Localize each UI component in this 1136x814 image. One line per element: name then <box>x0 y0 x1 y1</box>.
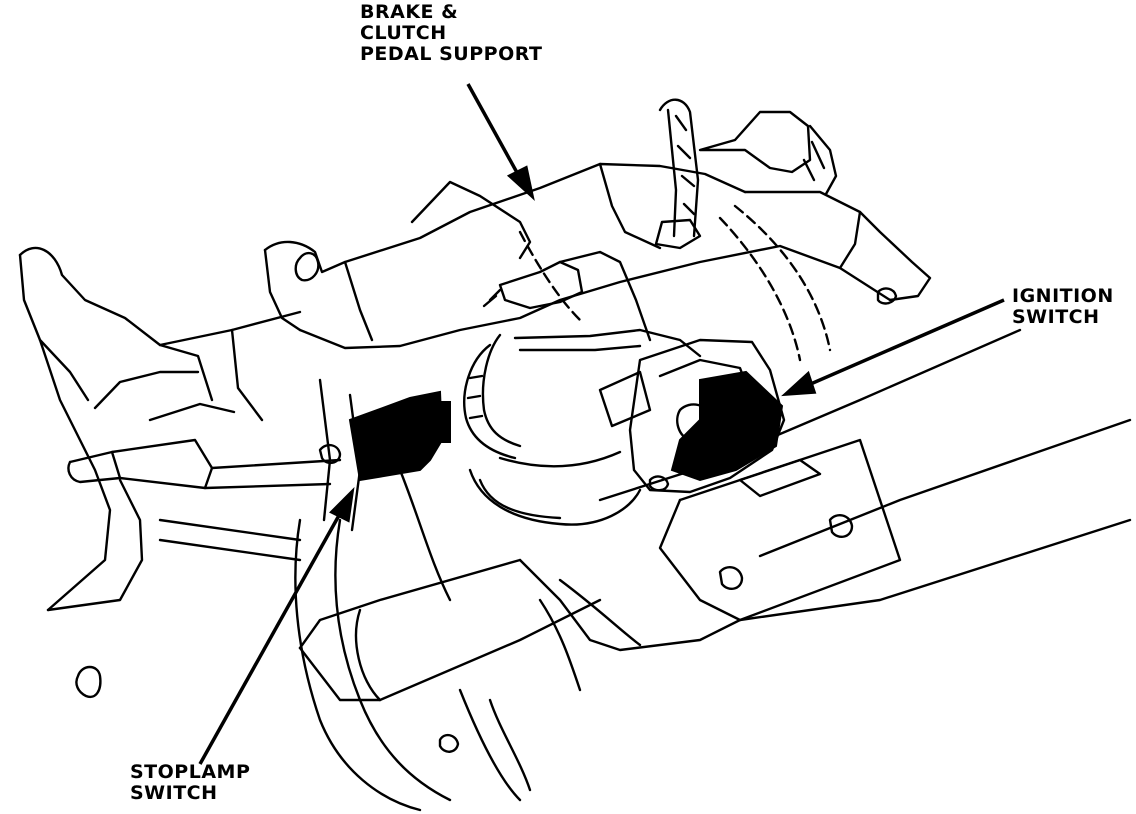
brake-pedal-support-leader <box>466 83 522 179</box>
callout-brake-line-1: BRAKE & <box>360 1 459 23</box>
leader-arrows <box>198 83 1005 765</box>
callout-brake-line-2: CLUTCH <box>360 22 447 44</box>
callout-ignition-line-2: SWITCH <box>1012 306 1100 328</box>
callout-stoplamp-line-2: SWITCH <box>130 782 218 804</box>
ignition-switch-arrowhead <box>781 370 817 397</box>
steering-column <box>298 328 1132 702</box>
callout-stoplamp-line-1: STOPLAMP <box>130 761 251 783</box>
callout-brake-line-3: PEDAL SUPPORT <box>360 43 543 65</box>
ignition-switch-leader <box>805 298 1005 388</box>
callout-stoplamp-switch: STOPLAMP SWITCH <box>130 762 250 804</box>
mounting-hole <box>75 665 102 699</box>
callout-ignition-switch: IGNITION SWITCH <box>1012 286 1114 328</box>
stoplamp-switch-arrowhead <box>329 487 355 523</box>
ignition-switch-shading <box>670 370 784 482</box>
column-support <box>158 468 532 812</box>
wiring-harness <box>463 98 838 526</box>
pedal-support-bracket <box>263 162 932 362</box>
stoplamp-switch-leader <box>198 509 344 765</box>
callout-ignition-line-1: IGNITION <box>1012 285 1114 307</box>
stoplamp-switch <box>348 390 451 482</box>
brake-pedal-arm <box>67 378 362 532</box>
dash-panel-bracket <box>18 246 302 612</box>
callout-brake-clutch-pedal-support: BRAKE & CLUTCH PEDAL SUPPORT <box>360 2 542 65</box>
brake-pedal-support-arrowhead <box>506 165 535 201</box>
